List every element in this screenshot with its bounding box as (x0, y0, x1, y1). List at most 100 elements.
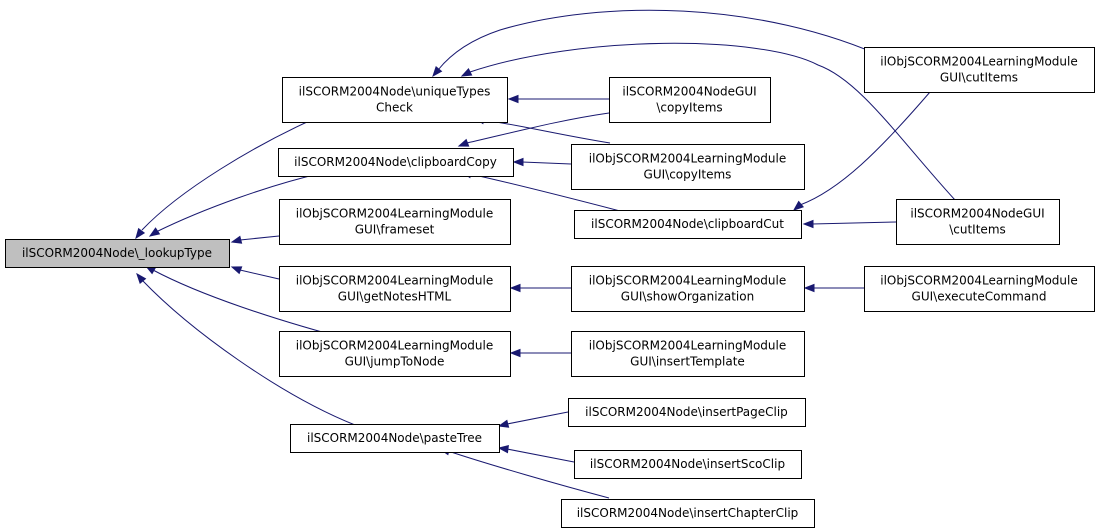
arrow-head (512, 157, 524, 167)
node-insert-chapter-clip[interactable]: ilSCORM2004Node\insertChapterClip (561, 499, 815, 528)
node-get-notes-h-t-m-l[interactable]: ilObjSCORM2004LearningModuleGUI\getNotes… (279, 266, 511, 312)
arrow-head (230, 235, 243, 244)
call-edge (506, 448, 575, 463)
node-label: ilObjSCORM2004LearningModule (589, 339, 786, 353)
call-edge (141, 279, 356, 426)
node-label: GUI\cutItems (940, 71, 1018, 85)
node-label: Check (376, 101, 413, 115)
node-label: ilSCORM2004Node\insertChapterClip (577, 506, 799, 520)
node-box (571, 331, 805, 377)
node-label: GUI\getNotesHTML (338, 290, 452, 304)
node-label: \copyItems (656, 101, 722, 115)
arrow-head (802, 219, 814, 229)
node-box (568, 398, 806, 427)
node-box (571, 144, 805, 190)
arrow-head (509, 348, 521, 358)
node-label: GUI\insertTemplate (630, 355, 745, 369)
arrow-head (497, 419, 510, 428)
arrow-head (792, 200, 805, 211)
call-edge (239, 269, 280, 280)
node-label: ilObjSCORM2004LearningModule (880, 55, 1077, 69)
node-show-organization[interactable]: ilObjSCORM2004LearningModuleGUI\showOrga… (571, 266, 805, 312)
call-edge (466, 112, 610, 144)
node-label: ilObjSCORM2004LearningModule (880, 274, 1077, 288)
node-label: ilSCORM2004Node\insertScoClip (590, 457, 785, 471)
node-insert-template[interactable]: ilObjSCORM2004LearningModuleGUI\insertTe… (571, 331, 805, 377)
node-label: ilObjSCORM2004LearningModule (296, 274, 493, 288)
arrow-head (460, 67, 473, 77)
node-insert-sco-clip[interactable]: ilSCORM2004Node\insertScoClip (574, 450, 802, 479)
arrow-head (803, 283, 815, 293)
node-box (864, 266, 1095, 312)
node-label: GUI\executeCommand (912, 290, 1047, 304)
node-root[interactable]: ilSCORM2004Node\_lookupType (5, 239, 230, 268)
node-label: ilSCORM2004Node\insertPageClip (585, 405, 788, 419)
node-box (5, 239, 230, 268)
node-label: GUI\jumpToNode (345, 355, 445, 369)
node-box (896, 199, 1060, 245)
node-label: ilSCORM2004Node\pasteTree (307, 431, 482, 445)
node-execute-command[interactable]: ilObjSCORM2004LearningModuleGUI\executeC… (864, 266, 1095, 312)
node-box (864, 47, 1095, 93)
node-label: ilSCORM2004NodeGUI (622, 85, 756, 99)
node-node-gui-cut-items[interactable]: ilSCORM2004NodeGUI \cutItems (896, 199, 1060, 245)
call-edge (141, 116, 319, 231)
call-edge (469, 42, 956, 201)
node-label: ilSCORM2004Node\_lookupType (22, 246, 212, 260)
arrow-head (507, 94, 519, 104)
node-paste-tree[interactable]: ilSCORM2004Node\pasteTree (290, 424, 500, 453)
node-box (279, 266, 511, 312)
node-label: ilSCORM2004Node\uniqueTypes (299, 85, 491, 99)
node-box (279, 331, 511, 377)
node-label: ilObjSCORM2004LearningModule (589, 274, 786, 288)
call-edge (155, 172, 323, 233)
node-box (279, 199, 511, 245)
node-box (609, 77, 771, 123)
node-label: ilObjSCORM2004LearningModule (589, 152, 786, 166)
edges (135, 9, 956, 499)
call-edge (811, 221, 897, 225)
call-edge (521, 161, 572, 165)
nodes: ilSCORM2004Node\_lookupType ilSCORM2004No… (5, 47, 1095, 528)
node-label: GUI\showOrganization (621, 290, 754, 304)
arrow-head (230, 266, 243, 275)
node-jump-to-node[interactable]: ilObjSCORM2004LearningModuleGUI\jumpToNo… (279, 331, 511, 377)
node-label: ilObjSCORM2004LearningModule (296, 339, 493, 353)
call-edge (469, 173, 621, 212)
node-box (290, 424, 500, 453)
node-label: ilSCORM2004Node\clipboardCopy (294, 155, 497, 169)
node-clipboard-cut[interactable]: ilSCORM2004Node\clipboardCut (574, 210, 802, 239)
call-edge (447, 450, 610, 499)
node-label: \cutItems (949, 223, 1006, 237)
node-lm-gui-copy-items[interactable]: ilObjSCORM2004LearningModuleGUI\copyItem… (571, 144, 805, 190)
arrow-head (148, 227, 161, 237)
node-label: ilObjSCORM2004LearningModule (296, 207, 493, 221)
arrow-head (497, 444, 509, 454)
node-box (282, 77, 508, 123)
node-clipboard-copy[interactable]: ilSCORM2004Node\clipboardCopy (278, 148, 514, 177)
call-edge (482, 119, 611, 144)
node-node-gui-copy-items[interactable]: ilSCORM2004NodeGUI \copyItems (609, 77, 771, 123)
arrow-head (136, 272, 147, 285)
call-edge (239, 235, 280, 241)
call-edge (506, 411, 569, 425)
arrow-head (509, 283, 521, 293)
call-edge (437, 9, 889, 71)
node-label: GUI\frameset (355, 223, 435, 237)
node-box (574, 210, 802, 239)
node-box (574, 450, 802, 479)
node-box (571, 266, 805, 312)
node-label: GUI\copyItems (644, 168, 732, 182)
arrow-head (432, 65, 443, 78)
node-box (278, 148, 514, 177)
node-box (561, 499, 815, 528)
node-insert-page-clip[interactable]: ilSCORM2004Node\insertPageClip (568, 398, 806, 427)
node-label: ilSCORM2004NodeGUI (910, 207, 1044, 221)
arrow-head (135, 227, 146, 240)
call-edge (799, 91, 931, 206)
node-label: ilSCORM2004Node\clipboardCut (591, 217, 784, 231)
